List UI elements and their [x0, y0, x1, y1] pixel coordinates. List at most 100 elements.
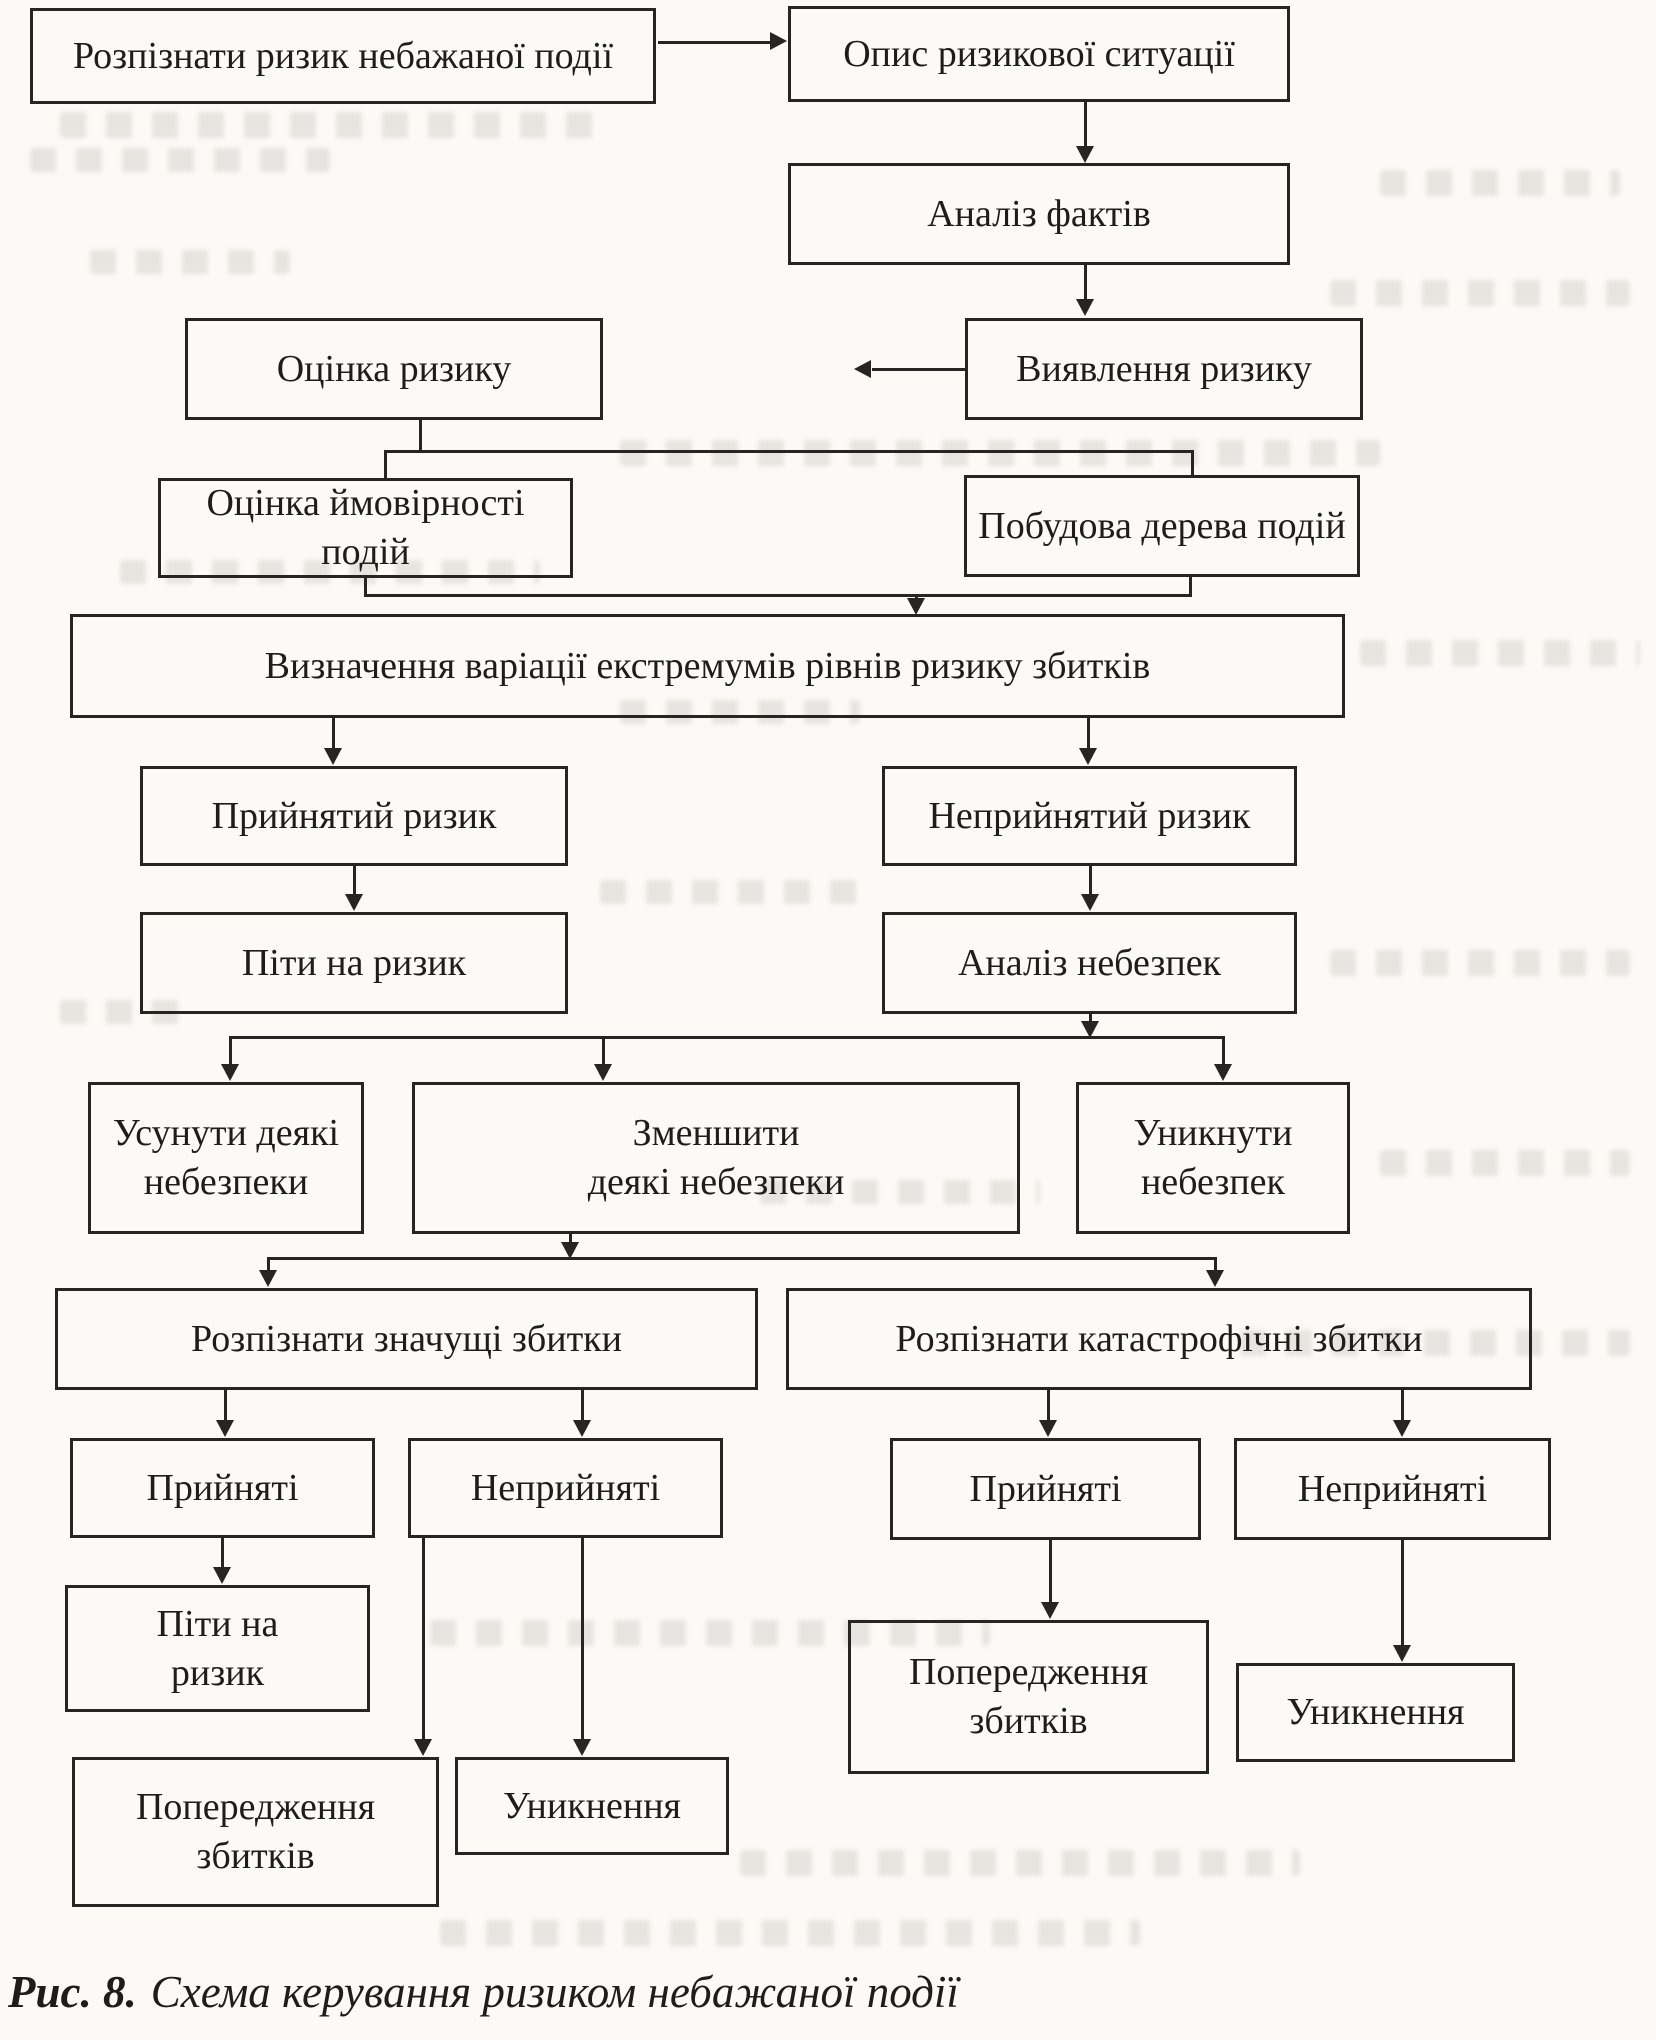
arrowhead-down [561, 1242, 579, 1259]
connector-describe-analyzefacts [1084, 102, 1087, 150]
node-eliminate-hazards: Усунути деякі небезпеки [88, 1082, 364, 1234]
connector-assess-bus [384, 450, 1194, 453]
arrowhead-down [573, 1739, 591, 1756]
node-unaccepted-left: Неприйняті [408, 1438, 723, 1538]
node-loss-prevention-right: Попередження збитків [848, 1620, 1209, 1774]
arrowhead-right [770, 32, 787, 50]
connector-significant-accepted [224, 1390, 227, 1422]
node-catastrophic-losses: Розпізнати катастрофічні збитки [786, 1288, 1532, 1390]
bleed-artifact [1240, 1330, 1630, 1356]
node-define-extremes: Визначення варіації екстремумів рівнів р… [70, 614, 1345, 718]
connector-recognize-describe [658, 41, 772, 44]
arrowhead-down [1206, 1270, 1224, 1287]
bleed-artifact [620, 440, 1380, 466]
connector-detect-assess [872, 368, 965, 371]
connector-significant-unaccepted [581, 1390, 584, 1422]
connector-extremes-accepted [332, 718, 335, 750]
node-take-risk: Піти на ризик [140, 912, 568, 1014]
arrowhead-down [1076, 146, 1094, 163]
node-analyze-hazards: Аналіз небезпек [882, 912, 1297, 1014]
bleed-artifact [1380, 170, 1620, 196]
bleed-artifact [740, 1850, 1300, 1876]
arrowhead-down [1393, 1645, 1411, 1662]
arrowhead-down [414, 1739, 432, 1756]
connector-bus-reduce [602, 1036, 605, 1066]
node-loss-prevention-left: Попередження збитків [72, 1757, 439, 1907]
arrowhead-down [213, 1567, 231, 1584]
bleed-artifact [30, 148, 330, 172]
node-significant-losses: Розпізнати значущі збитки [55, 1288, 758, 1390]
node-avoidance-right: Уникнення [1236, 1663, 1515, 1762]
node-accepted-right: Прийняті [890, 1438, 1201, 1540]
connector-bus-catastrophic [1214, 1257, 1217, 1273]
connector-eventtree-stub [1189, 577, 1192, 596]
arrowhead-down [1039, 1420, 1057, 1437]
connector-assess-riser [419, 420, 422, 452]
connector-analyzefacts-detect [1084, 265, 1087, 301]
arrowhead-down [907, 598, 925, 615]
node-analyze-facts: Аналіз фактів [788, 163, 1290, 265]
connector-extremes-unaccepted [1087, 718, 1090, 750]
connector-bus-probability [384, 450, 387, 478]
node-assess-probability: Оцінка ймовірності подій [158, 478, 573, 578]
bleed-artifact [760, 1180, 1040, 1204]
arrowhead-down [259, 1270, 277, 1287]
node-detect-risk: Виявлення ризику [965, 318, 1363, 420]
bleed-artifact [430, 1620, 990, 1646]
connector-catastrophic-unaccepted [1401, 1390, 1404, 1422]
bleed-artifact [120, 560, 540, 584]
node-take-risk-small: Піти на ризик [65, 1585, 370, 1712]
bleed-artifact [1360, 640, 1640, 666]
arrowhead-down [594, 1064, 612, 1081]
connector-probability-stub [364, 578, 367, 596]
bleed-artifact [620, 700, 860, 724]
bleed-artifact [1380, 1150, 1630, 1176]
bleed-artifact [600, 880, 860, 904]
connector-hazards-bus [229, 1036, 1225, 1039]
node-unaccepted-risk: Неприйнятий ризик [882, 766, 1297, 866]
connector-catastrophic-accepted [1047, 1390, 1050, 1422]
arrowhead-down [1081, 894, 1099, 911]
node-recognize-risk: Розпізнати ризик небажаної події [30, 8, 656, 104]
connector-losses-bus [267, 1257, 1217, 1260]
bleed-artifact [440, 1920, 1140, 1946]
connector-bus-avoid [1222, 1036, 1225, 1066]
connector-unaccepted-analyzehazards [1089, 866, 1092, 896]
connector-bus-significant [267, 1257, 270, 1273]
connector-acceptedleft-takerisk [221, 1538, 224, 1569]
connector-bus-eliminate [229, 1036, 232, 1066]
arrowhead-down [1081, 1021, 1099, 1038]
connector-acceptedright-prevention [1049, 1540, 1052, 1604]
node-accepted-risk: Прийнятий ризик [140, 766, 568, 866]
figure-caption-label: Рис. 8. [8, 1967, 137, 2017]
node-build-event-tree: Побудова дерева подій [964, 475, 1360, 577]
arrowhead-down [1393, 1420, 1411, 1437]
arrowhead-down [1041, 1602, 1059, 1619]
connector-merge-bus [364, 594, 1192, 597]
arrowhead-down [1076, 299, 1094, 316]
connector-accepted-takerisk [353, 866, 356, 896]
bleed-artifact [60, 112, 600, 138]
bleed-artifact [1330, 280, 1630, 306]
arrowhead-down [216, 1420, 234, 1437]
connector-hazards-riser [1089, 1014, 1092, 1024]
arrowhead-down [1214, 1064, 1232, 1081]
arrowhead-left [854, 360, 871, 378]
bleed-artifact [1330, 950, 1630, 976]
node-avoidance-left: Уникнення [455, 1757, 729, 1855]
arrowhead-down [573, 1420, 591, 1437]
node-describe-situation: Опис ризикової ситуації [788, 6, 1290, 102]
figure-caption-text: Схема керування ризиком небажаної події [150, 1967, 959, 2017]
figure-caption: Рис. 8. Схема керування ризиком небажаної… [8, 1966, 1568, 2018]
arrowhead-down [324, 748, 342, 765]
arrowhead-down [221, 1064, 239, 1081]
connector-unacceptedleft-avoidance [581, 1538, 584, 1741]
node-avoid-hazards: Уникнути небезпек [1076, 1082, 1350, 1234]
node-accepted-left: Прийняті [70, 1438, 375, 1538]
connector-reduce-riser [569, 1234, 572, 1246]
node-unaccepted-right: Неприйняті [1234, 1438, 1551, 1540]
bleed-artifact [90, 250, 290, 274]
connector-unacceptedright-avoidance [1401, 1540, 1404, 1647]
connector-bus-eventtree [1191, 450, 1194, 476]
